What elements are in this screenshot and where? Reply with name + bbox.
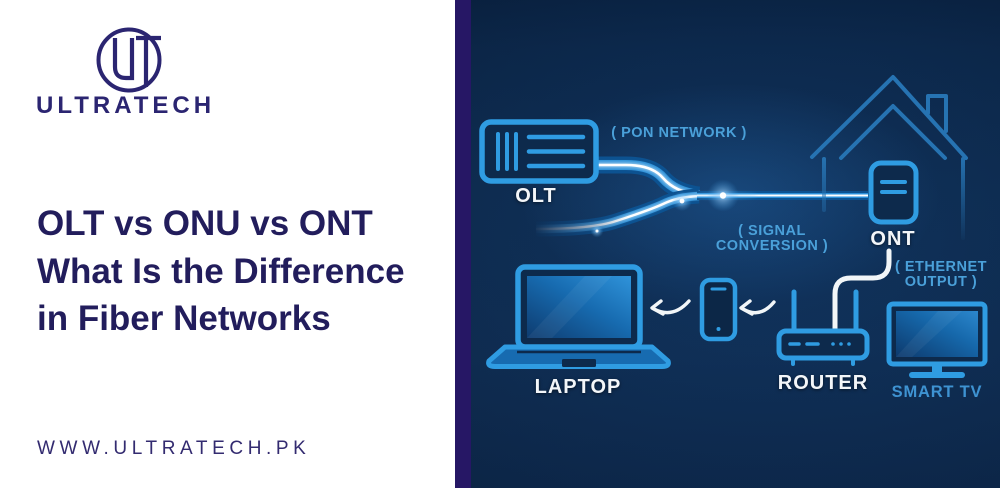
smart-tv-icon [886,301,988,378]
phone-icon [699,277,738,342]
signal-conversion-label: ( SIGNAL CONVERSION ) [716,224,828,253]
title-line-3: in Fiber Networks [37,299,331,338]
brand-name: ULTRATECH [36,92,216,119]
ethernet-output-line-2: OUTPUT ) [904,273,978,290]
fiber-splitter-cable [535,156,868,238]
page-title: OLT vs ONU vs ONT What Is the Difference… [37,200,405,343]
arrow-left-icon [650,299,691,316]
diagram-panel [471,0,1000,488]
title-line-1: OLT vs ONU vs ONT [37,204,373,243]
laptop-icon [486,264,671,369]
website-url: WWW.ULTRATECH.PK [37,438,311,459]
ethernet-cable [832,248,892,335]
smart-tv-label: SMART TV [891,383,983,401]
ethernet-output-line-1: ( ETHERNET [895,259,987,275]
ont-device-icon [868,160,919,225]
arrow-left-icon [739,299,776,316]
house-icon [810,75,968,240]
laptop-label: LAPTOP [534,376,622,398]
left-panel: ULTRATECH OLT vs ONU vs ONT What Is the … [0,0,455,488]
ethernet-output-label: ( ETHERNET OUTPUT ) [895,260,987,289]
ultratech-logo-icon [96,27,162,93]
pon-network-label: ( PON NETWORK ) [611,125,747,141]
router-icon [776,289,870,366]
olt-device-icon [479,119,599,184]
router-label: ROUTER [777,372,869,394]
olt-label: OLT [515,185,557,207]
title-line-2: What Is the Difference [37,251,405,291]
divider-strip [455,0,471,488]
ont-label: ONT [870,228,916,250]
signal-conversion-line-2: CONVERSION ) [715,237,829,254]
signal-conversion-line-1: ( SIGNAL [738,223,806,239]
